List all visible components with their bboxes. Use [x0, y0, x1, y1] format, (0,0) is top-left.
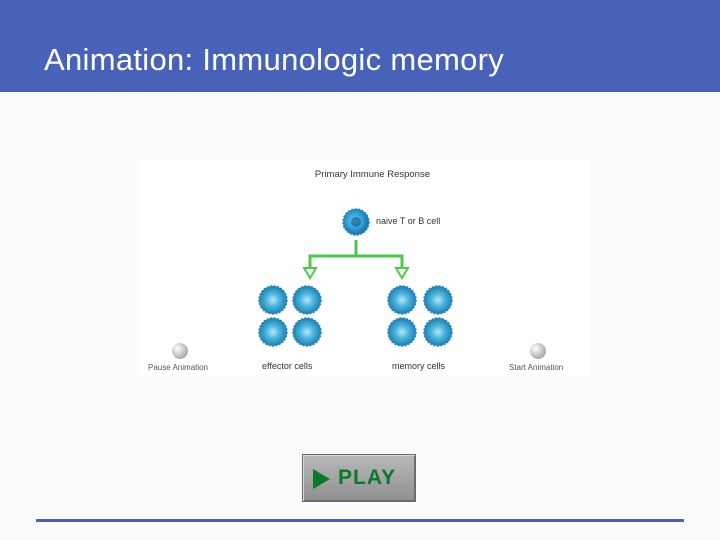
arrow-right-head [394, 267, 410, 280]
memory-cell-icon [387, 317, 417, 347]
play-button-label: PLAY [338, 466, 397, 489]
effector-cell-icon [292, 285, 322, 315]
play-icon [313, 469, 330, 489]
effector-cells [258, 285, 322, 347]
play-button[interactable]: PLAY [302, 454, 416, 502]
memory-cells [387, 285, 453, 347]
effector-cell-icon [258, 285, 288, 315]
memory-cells-label: memory cells [392, 361, 446, 371]
animation-panel: Primary Immune Response naive T or B cel… [140, 160, 590, 376]
naive-cell-nucleus [351, 217, 361, 227]
animation-diagram [258, 208, 453, 347]
arrow-left-head [302, 267, 318, 280]
slide-title: Animation: Immunologic memory [44, 42, 505, 77]
footer-divider [36, 519, 684, 522]
start-animation-button[interactable] [530, 343, 546, 359]
branch-arrows [308, 240, 404, 269]
pause-animation-label: Pause Animation [148, 363, 209, 372]
effector-cell-icon [258, 317, 288, 347]
memory-cell-icon [387, 285, 417, 315]
pause-animation-button[interactable] [172, 343, 188, 359]
effector-cell-icon [292, 317, 322, 347]
start-animation-label: Start Animation [509, 363, 564, 372]
memory-cell-icon [423, 317, 453, 347]
memory-cell-icon [423, 285, 453, 315]
title-bar: Animation: Immunologic memory [0, 0, 720, 92]
naive-cell-label: naive T or B cell [376, 216, 441, 226]
effector-cells-label: effector cells [262, 361, 313, 371]
panel-title: Primary Immune Response [314, 169, 430, 180]
